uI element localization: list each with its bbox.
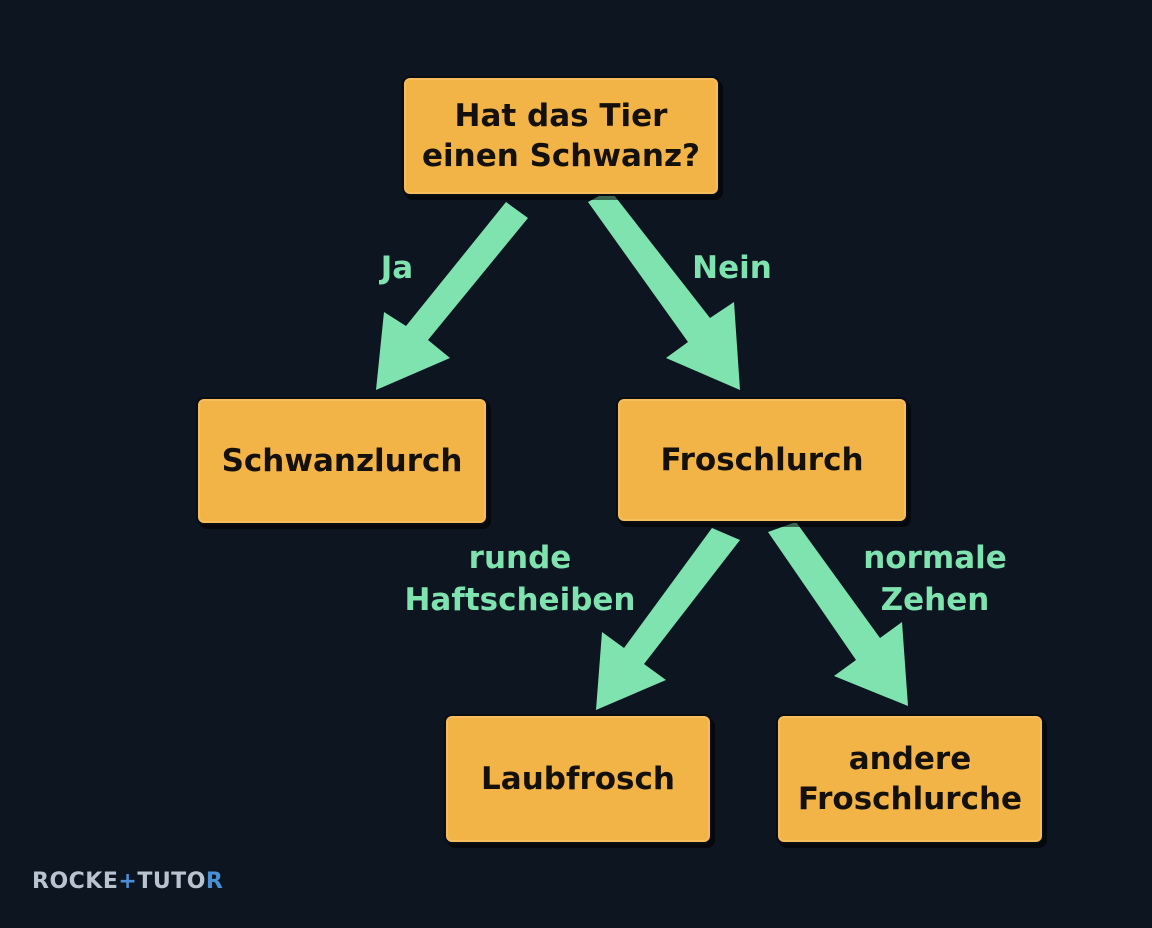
node-andere-line2: Froschlurche bbox=[797, 781, 1023, 817]
edge-label-haftscheiben: runde Haftscheiben bbox=[400, 538, 640, 622]
edge-label-ja: Ja bbox=[380, 250, 414, 286]
arrow-haftscheiben bbox=[596, 528, 740, 710]
node-laubfrosch-label: Laubfrosch bbox=[481, 760, 675, 797]
edge-label-zehen-line1: normale bbox=[863, 540, 1007, 576]
node-andere-line1: andere bbox=[848, 740, 972, 777]
node-froschlurch: Froschlurch bbox=[616, 397, 908, 523]
node-laubfrosch: Laubfrosch bbox=[444, 714, 712, 844]
arrow-ja bbox=[376, 202, 528, 390]
arrow-zehen bbox=[768, 522, 908, 706]
node-schwanzlurch: Schwanzlurch bbox=[196, 397, 488, 525]
logo-part3: TUTO bbox=[137, 869, 206, 894]
edge-label-haftscheiben-line2: Haftscheiben bbox=[404, 581, 636, 618]
edge-label-zehen-line2: Zehen bbox=[880, 581, 990, 618]
rocketutor-logo: ROCKE+TUTOR bbox=[32, 869, 223, 894]
node-schwanzlurch-label: Schwanzlurch bbox=[221, 442, 463, 479]
logo-cross-icon: + bbox=[118, 869, 138, 894]
logo-part4: R bbox=[205, 869, 224, 894]
node-andere-froschlurche: andere Froschlurche bbox=[776, 714, 1044, 844]
node-froschlurch-label: Froschlurch bbox=[660, 441, 864, 478]
node-root-line2: einen Schwanz? bbox=[421, 138, 701, 174]
edge-label-zehen: normale Zehen bbox=[850, 538, 1020, 622]
arrow-nein bbox=[588, 190, 740, 390]
edge-label-haftscheiben-line1: runde bbox=[468, 540, 572, 576]
edge-label-nein: Nein bbox=[692, 250, 772, 286]
logo-part1: ROCKE bbox=[32, 869, 119, 894]
node-root-question: Hat das Tier einen Schwanz? bbox=[402, 76, 720, 196]
node-root-line1: Hat das Tier bbox=[454, 97, 668, 134]
